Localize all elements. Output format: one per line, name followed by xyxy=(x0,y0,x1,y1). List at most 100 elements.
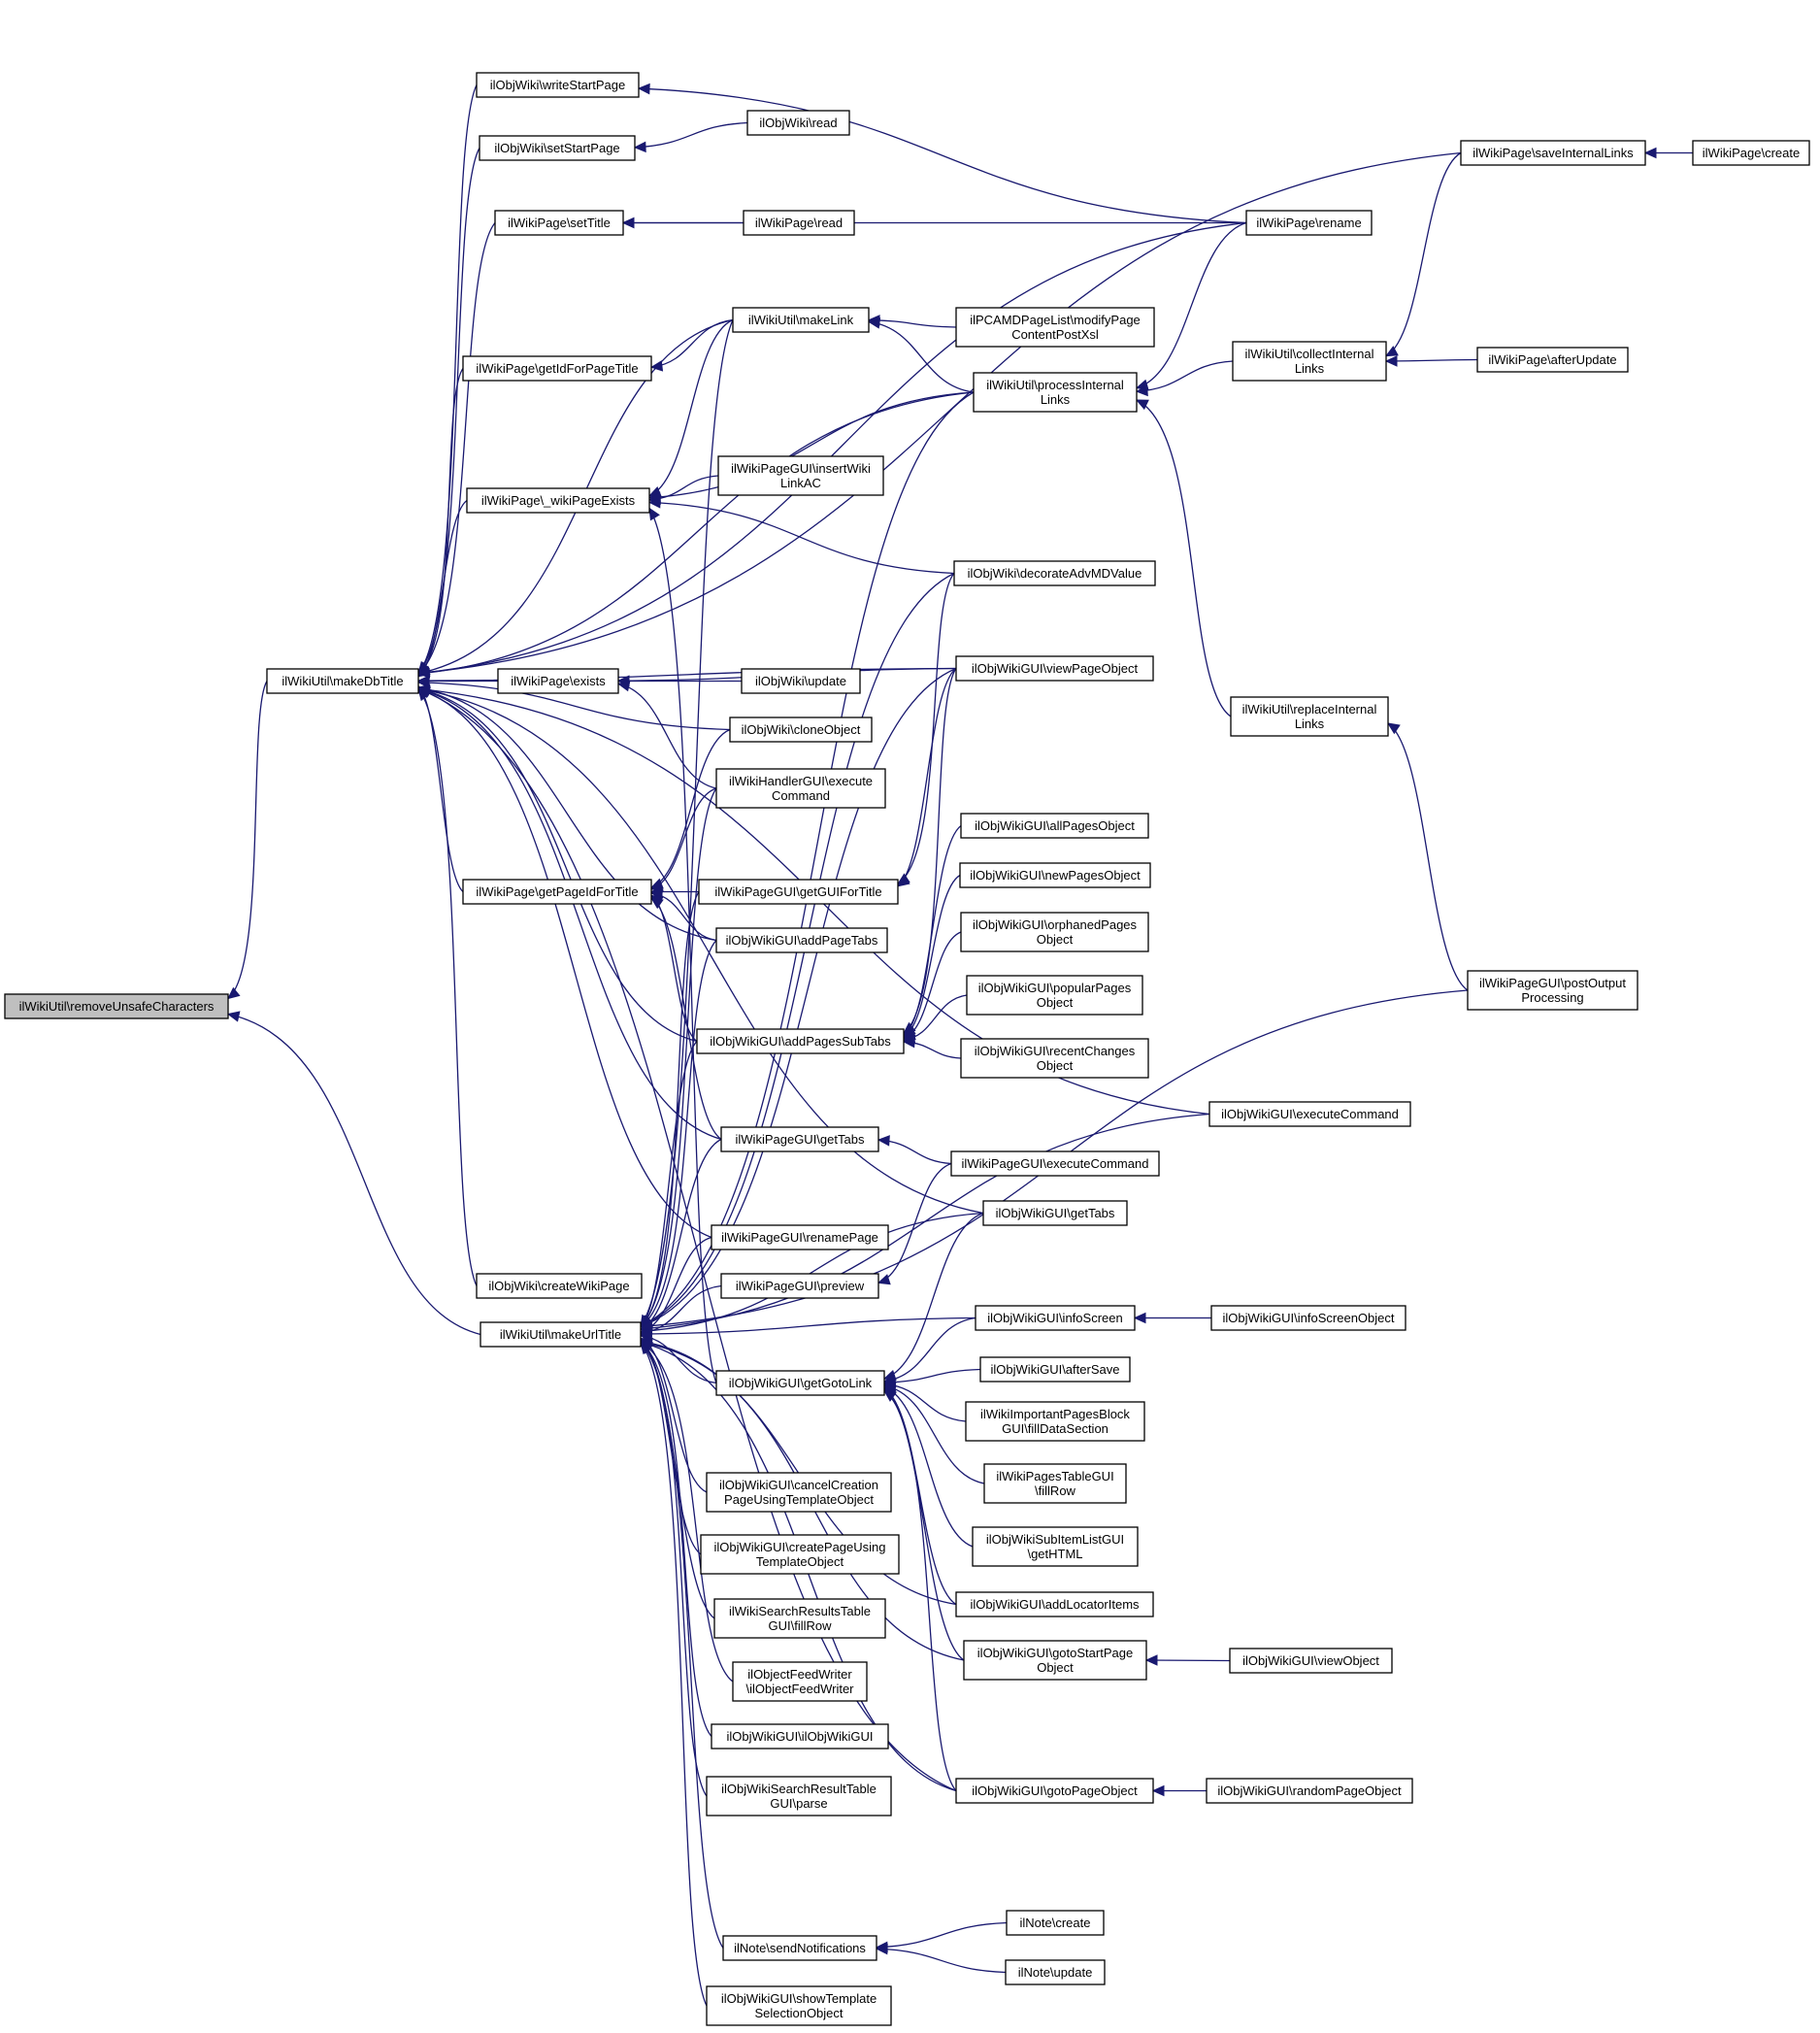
node-box xyxy=(266,668,419,694)
call-edge-n62-to-n55 xyxy=(1384,355,1478,367)
edge-line xyxy=(868,320,975,393)
call-edge-n42-to-n23 xyxy=(877,1162,952,1285)
function-node[interactable]: ilObjWikiGUI\executeCommand xyxy=(1208,1101,1411,1127)
function-node[interactable]: ilObjWikiGUI\addPageTabs xyxy=(715,927,888,953)
function-node[interactable]: ilWikiPage\rename xyxy=(1245,210,1373,236)
call-edge-n10-to-n1 xyxy=(417,687,478,1286)
function-node[interactable]: ilObjWikiGUI\getGotoLink xyxy=(715,1370,885,1396)
function-node[interactable]: ilObjWikiGUI\infoScreenObject xyxy=(1210,1305,1406,1331)
arrowhead-icon xyxy=(639,1339,653,1350)
function-node[interactable]: ilObjWiki\setStartPage xyxy=(479,135,636,161)
node-label: ilWikiUtil\makeLink xyxy=(748,313,854,327)
function-node[interactable]: ilObjWiki\decorateAdvMDValue xyxy=(953,560,1156,586)
call-edge-n55-to-n34 xyxy=(1135,360,1234,397)
node-box xyxy=(706,1776,892,1816)
function-node[interactable]: ilWikiHandlerGUI\executeCommand xyxy=(715,768,886,809)
function-node[interactable]: ilWikiPage\setTitle xyxy=(494,210,624,236)
function-node[interactable]: ilWikiPage\getIdForPageTitle xyxy=(462,355,652,382)
function-node[interactable]: ilWikiPage\read xyxy=(743,210,855,236)
function-node[interactable]: ilObjWiki\update xyxy=(741,668,861,694)
function-node[interactable]: ilWikiPagesTableGUI\fillRow xyxy=(983,1463,1127,1504)
function-node[interactable]: ilObjectFeedWriter\ilObjectFeedWriter xyxy=(732,1661,868,1702)
function-node[interactable]: ilWikiPageGUI\getTabs xyxy=(720,1126,879,1152)
function-node[interactable]: ilWikiUtil\makeLink xyxy=(732,307,870,333)
function-node[interactable]: ilObjWikiGUI\getTabs xyxy=(982,1200,1128,1226)
edge-line xyxy=(640,667,957,1328)
root-function-node[interactable]: ilWikiUtil\removeUnsafeCharacters xyxy=(4,993,229,1019)
call-edge-n38-to-n20 xyxy=(902,874,961,1038)
edge-line xyxy=(640,1337,708,1493)
call-edge-n64-to-n61 xyxy=(1643,147,1693,159)
function-node[interactable]: ilObjWikiGUI\infoScreen xyxy=(975,1305,1136,1331)
function-node[interactable]: ilWikiPage\create xyxy=(1692,140,1810,166)
edge-line xyxy=(640,319,734,1327)
arrowhead-icon xyxy=(1386,722,1401,735)
call-edge-n51-to-n24 xyxy=(883,1389,957,1791)
function-node[interactable]: ilObjWikiGUI\allPagesObject xyxy=(960,813,1149,839)
call-edge-n61-to-n55 xyxy=(1384,151,1462,357)
arrowhead-icon xyxy=(1151,1784,1165,1797)
arrowhead-icon xyxy=(882,1369,897,1381)
function-node[interactable]: ilWikiPage\saveInternalLinks xyxy=(1460,140,1646,166)
function-node[interactable]: ilObjWiki\read xyxy=(746,110,850,136)
function-node[interactable]: ilObjWikiGUI\ilObjWikiGUI xyxy=(711,1723,889,1750)
function-node[interactable]: ilObjWiki\createWikiPage xyxy=(476,1273,643,1299)
node-box xyxy=(466,487,650,514)
node-box xyxy=(462,355,652,382)
function-node[interactable]: ilWikiPage\_wikiPageExists xyxy=(466,487,650,514)
node-label: ilWikiPageGUI\getGUIForTitle xyxy=(714,884,881,899)
node-label: ilObjWikiGUI\infoScreenObject xyxy=(1223,1311,1395,1325)
function-node[interactable]: ilWikiPageGUI\renamePage xyxy=(711,1224,889,1250)
function-node[interactable]: ilWikiUtil\makeUrlTitle xyxy=(480,1321,642,1348)
function-node[interactable]: ilNote\update xyxy=(1005,1959,1106,1985)
node-label: ilObjWikiGUI\viewPageObject xyxy=(972,661,1139,676)
edge-line xyxy=(640,1041,698,1328)
function-node[interactable]: ilObjWikiGUI\randomPageObject xyxy=(1206,1778,1413,1804)
function-node[interactable]: ilWikiPageGUI\preview xyxy=(720,1273,879,1299)
node-label: ilWikiPage\_wikiPageExists xyxy=(481,493,636,508)
function-node[interactable]: ilObjWikiSubItemListGUI\getHTML xyxy=(972,1526,1139,1567)
call-edge-n2-to-n0 xyxy=(226,1011,481,1336)
edge-line xyxy=(876,1948,1007,1974)
node-box xyxy=(715,927,888,953)
edge-line xyxy=(903,824,962,1037)
function-node[interactable]: ilObjWiki\writeStartPage xyxy=(476,72,640,98)
function-node[interactable]: ilWikiPageGUI\executeCommand xyxy=(950,1150,1160,1177)
function-node[interactable]: ilObjWikiGUI\addPagesSubTabs xyxy=(696,1028,905,1054)
function-node[interactable]: ilNote\sendNotifications xyxy=(722,1935,877,1961)
function-node[interactable]: ilObjWikiGUI\newPagesObject xyxy=(959,862,1151,888)
function-node[interactable]: ilWikiImportantPagesBlockGUI\fillDataSec… xyxy=(965,1401,1145,1442)
function-node[interactable]: ilWikiPage\getPageIdForTitle xyxy=(462,879,652,905)
node-label: ilObjWikiGUI\viewObject xyxy=(1242,1653,1379,1668)
function-node[interactable]: ilWikiPage\afterUpdate xyxy=(1476,347,1629,373)
edge-line xyxy=(640,1138,722,1331)
node-label: ilWikiPageGUI\executeCommand xyxy=(962,1156,1149,1171)
function-node[interactable]: ilObjWikiGUI\addLocatorItems xyxy=(955,1591,1154,1617)
function-node[interactable]: ilObjWikiGUI\createPageUsingTemplateObje… xyxy=(700,1534,900,1575)
function-node[interactable]: ilWikiPage\exists xyxy=(497,668,619,694)
function-node[interactable]: ilObjWikiGUI\afterSave xyxy=(979,1356,1131,1383)
function-node[interactable]: ilObjWikiGUI\viewObject xyxy=(1229,1648,1393,1674)
node-label: ilWikiPageGUI\postOutput xyxy=(1479,976,1626,990)
function-node[interactable]: ilObjWikiGUI\cancelCreationPageUsingTemp… xyxy=(706,1472,892,1513)
function-node[interactable]: ilObjWikiGUI\gotoPageObject xyxy=(955,1778,1154,1804)
function-node[interactable]: ilObjWiki\cloneObject xyxy=(729,717,873,743)
function-node[interactable]: ilNote\create xyxy=(1006,1910,1105,1936)
function-node[interactable]: ilWikiPageGUI\getGUIForTitle xyxy=(698,879,899,905)
function-node[interactable]: ilWikiUtil\makeDbTitle xyxy=(266,668,419,694)
function-node[interactable]: ilObjWikiGUI\viewPageObject xyxy=(955,655,1154,682)
